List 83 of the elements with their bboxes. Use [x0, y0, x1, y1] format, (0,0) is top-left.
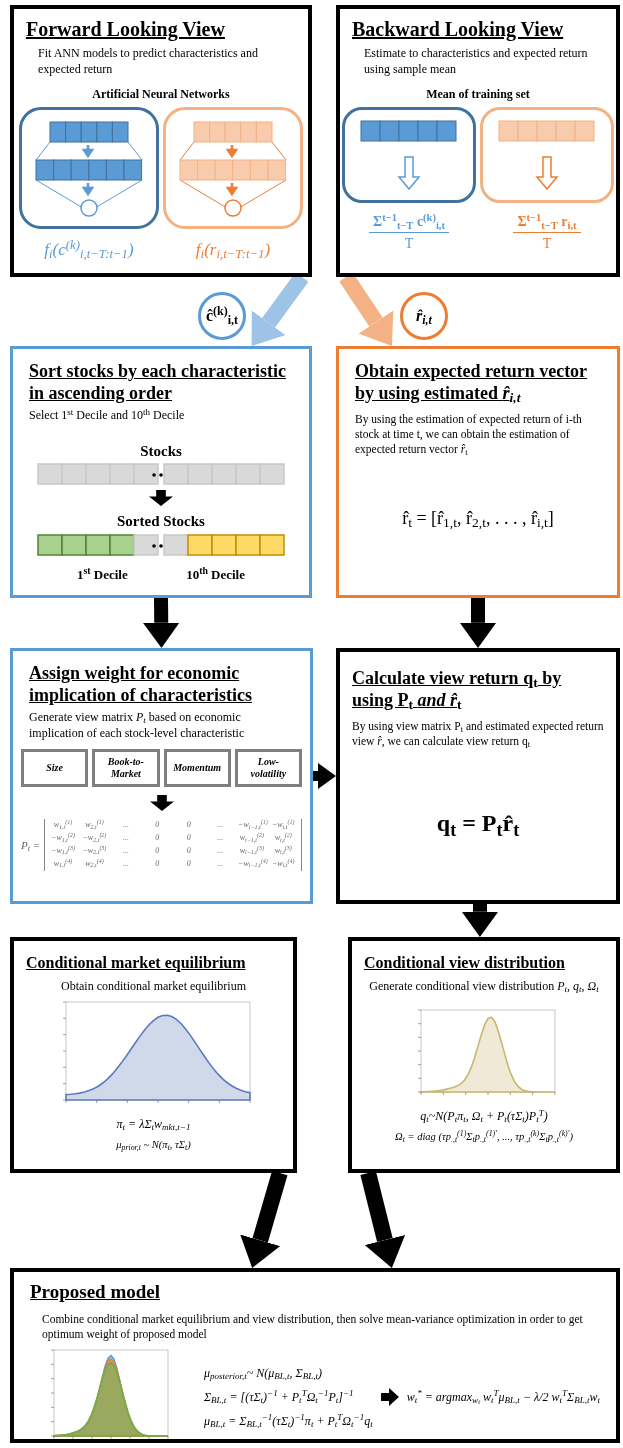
block-arrow	[461, 903, 499, 937]
formula-text: π$_{t}$ = λΣ$_{t}$w$_{mkt,t−1}$	[115, 1116, 192, 1133]
row-heading: Stocks	[139, 441, 183, 461]
characteristic-label: Momentum	[173, 762, 221, 775]
matrix-entry: 0	[154, 844, 161, 857]
decile-label: 10$^{th}$ Decile	[186, 564, 245, 584]
matrix-entry: 0	[154, 857, 161, 870]
formula-text: μ$_{prior,t}$ ~ N(π$_{t}$, τΣ$_{t}$)	[115, 1138, 192, 1153]
row-heading: Sorted Stocks	[116, 512, 206, 532]
characteristic-box	[21, 749, 89, 788]
matrix-entry: ...	[216, 819, 225, 832]
characteristic-label: Low-volatility	[249, 755, 288, 781]
block-arrow	[459, 598, 497, 648]
formula-text: Ω$_{t}$ = diag (τp$_{.,t}$$^{(1)}$Σ$_{t}$p$_{.,t}$$^{(1)′}$, ..., τp$_{.,t}$$^{(k)}$Σ$_{t}$p$_{.,t}$$^{(k)′}$)	[394, 1129, 574, 1145]
section-heading: Calculate view return q$_{t}$ by using P$_{t}$ and r̂$_{t}$	[352, 668, 563, 712]
formula-text: T	[542, 235, 552, 254]
description-text: By using view matrix P$_{t}$ and estimated expected return view r̂, we can calculate view return q$_{t}$	[352, 719, 604, 750]
description-text: Obtain conditional market equilibrium	[60, 978, 247, 995]
matrix-entry: ...	[121, 857, 130, 870]
matrix-entry: 0	[154, 832, 161, 845]
step-panel	[10, 648, 313, 904]
mean-card	[480, 107, 614, 204]
subheading: Artificial Neural Networks	[91, 86, 231, 104]
step-panel	[336, 648, 620, 904]
formula-text: r̂$_{t}$ = [r̂$_{1,t}$, r̂$_{2,t}$, . . . , r̂$_{i,t}$]	[401, 507, 555, 532]
characteristic-label: Size	[46, 762, 63, 775]
section-heading: Proposed model	[30, 1280, 161, 1304]
description-text: By using the estimation of expected return of i-th stock at time t, we can obtain the estimation of expected return vector r̂$_{t}$	[355, 412, 583, 457]
matrix-entry: ...	[121, 844, 130, 857]
characteristic-label: Book-to-Market	[106, 755, 145, 781]
formula-text: T	[404, 235, 414, 254]
subheading: Mean of training set	[425, 86, 531, 104]
matrix-entry: ...	[216, 832, 225, 845]
description-text: Estimate to characteristics and expected return using sample mean	[363, 46, 589, 78]
formula-text: q$_{t}$~N(P$_{t}$π$_{t}$, Ω$_{t}$ + P$_{t}$(τΣ$_{t}$)P$_{t}$$^{T}$)	[419, 1107, 549, 1125]
step-panel	[348, 937, 620, 1173]
block-arrow	[313, 763, 336, 789]
view-panel	[10, 5, 312, 277]
description-text: Fit ANN models to predict characteristics and expected return	[37, 46, 259, 78]
network-card	[19, 107, 159, 230]
matrix-entry: 0	[185, 819, 192, 832]
decile-label: 1$^{st}$ Decile	[77, 564, 128, 584]
formula-text: μ$_{BL,t}$ = Σ$_{BL,t}$$^{−1}$(τΣ$_{t}$)$^{−1}$π$_{t}$ + P$_{t}$$^{T}$Ω$_{t}$$^{−1}$q$_{t}$	[203, 1411, 373, 1430]
section-heading: Sort stocks by each characteristic in ascending order	[29, 361, 287, 405]
formula-text: μ$_{posterior,t}$~ N(μ$_{BL,t}$, Σ$_{BL,t}$)	[203, 1364, 323, 1382]
description-text: Combine conditional market equilibrium and view distribution, then solve mean-variance optimization in order to get optimum weight of proposed model	[41, 1311, 584, 1343]
description-text: Generate view matrix P$_{t}$ based on economic implication of each stock-level characteristic	[28, 710, 246, 742]
section-heading: Conditional market equilibrium	[26, 953, 247, 973]
step-panel	[10, 1268, 620, 1443]
characteristic-box	[163, 749, 231, 788]
matrix-entry: 0	[185, 857, 192, 870]
block-arrow	[360, 1171, 406, 1268]
matrix-entry: 0	[185, 832, 192, 845]
formula-text: f$_{i}$(r$_{i,t−T:t−1}$)	[195, 239, 271, 263]
formula-text: Σ$_{BL,t}$ = [(τΣ$_{t}$)$^{−1}$ + P$_{t}$$^{T}$Ω$_{t}$$^{−1}$P$_{t}$]$^{−1}$	[203, 1387, 355, 1406]
step-panel	[10, 346, 312, 598]
section-heading: Forward Looking View	[26, 17, 226, 42]
formula-text: q$_{t}$ = P$_{t}$r̂$_{t}$	[435, 809, 521, 842]
formula-text: f$_{i}$(c$^{(k)}$$_{i,t−T:t−1}$)	[44, 237, 134, 263]
matrix-label: P$_{t}$ =	[21, 837, 41, 854]
network-card	[163, 107, 303, 230]
description-text: Generate conditional view distribution P$_{t}$, q$_{t}$, Ω$_{t}$	[368, 978, 600, 995]
step-panel	[336, 346, 620, 598]
formula-text: Σ$^{t−1}$$_{t−T}$ r$_{i,t}$	[513, 211, 581, 234]
matrix-entry: 0	[185, 844, 192, 857]
matrix-entry: ...	[121, 819, 130, 832]
estimate-symbol: r̂$_{i,t}$	[416, 306, 432, 328]
mean-card	[342, 107, 476, 204]
characteristic-box	[234, 749, 302, 788]
section-heading: Backward Looking View	[352, 17, 565, 42]
matrix-entry: 0	[154, 819, 161, 832]
step-panel	[10, 937, 297, 1173]
matrix-entry: ...	[121, 832, 130, 845]
view-panel	[336, 5, 620, 277]
matrix-entry: ...	[216, 857, 225, 870]
block-arrow	[143, 597, 180, 648]
section-heading: Obtain expected return vector by using estimated r̂$_{i,t}$	[355, 361, 589, 405]
matrix-entry: ...	[216, 844, 225, 857]
formula-text: w$_{t}$$^{*}$ = argmax$_{wₜ}$ w$_{t}$$^{T}$μ$_{BL,t}$ − λ/2 w$_{t}$$^{T}$Σ$_{BL,t}$w$_{t}$	[406, 1387, 600, 1406]
characteristic-box	[92, 749, 160, 788]
section-heading: Conditional view distribution	[364, 953, 566, 973]
section-heading: Assign weight for economic implication of characteristics	[28, 663, 253, 707]
description-text: Select 1$^{st}$ Decile and 10$^{th}$ Decile	[29, 408, 186, 424]
